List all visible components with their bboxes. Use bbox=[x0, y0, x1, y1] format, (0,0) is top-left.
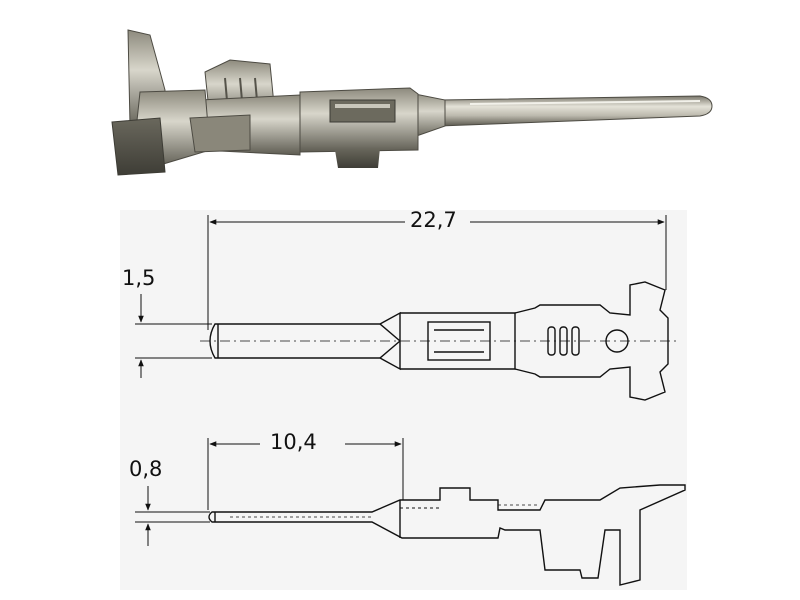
contact-photo-shape bbox=[111, 29, 713, 176]
pin-diameter-label: 1,5 bbox=[122, 266, 156, 290]
contact-photo bbox=[111, 29, 713, 176]
pin-diameter-dimension bbox=[135, 294, 212, 378]
side-view-drawing bbox=[208, 484, 686, 586]
top-view-drawing bbox=[200, 281, 680, 401]
pin-length-dimension bbox=[207, 438, 404, 510]
technical-drawing-panel bbox=[120, 210, 687, 590]
pin-thickness-dimension bbox=[135, 486, 210, 546]
technical-drawings bbox=[135, 215, 686, 586]
pin-thickness-label: 0,8 bbox=[129, 457, 163, 481]
pin-length-label: 10,4 bbox=[270, 430, 317, 454]
overall-length-label: 22,7 bbox=[410, 208, 457, 232]
overall-length-dimension bbox=[207, 215, 667, 330]
